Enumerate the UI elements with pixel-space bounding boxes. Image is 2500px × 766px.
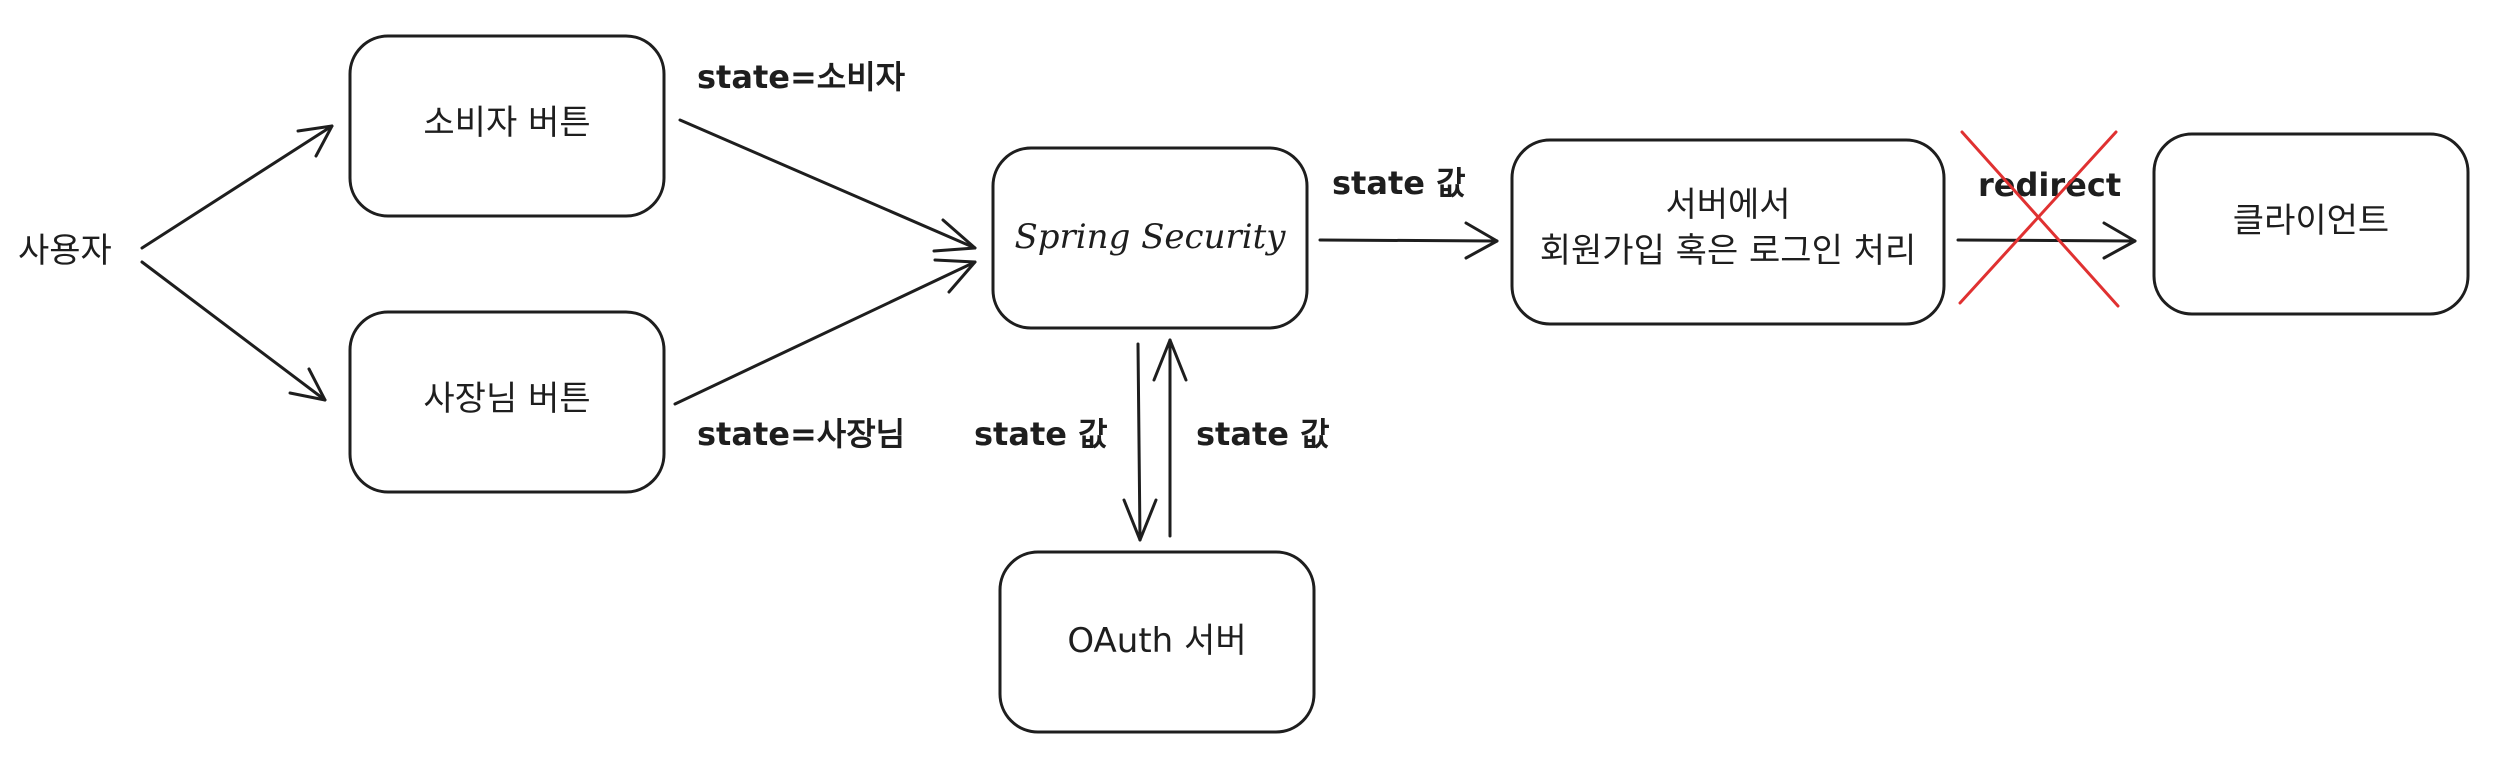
oauth-server-label: OAuth 서버 (1067, 621, 1246, 661)
oauth-server-node: OAuth 서버 (998, 550, 1316, 734)
consumer-state-label: state=소비자 (697, 58, 906, 96)
arrow-user-to-consumer (140, 124, 334, 250)
arrow-security-to-server (1318, 221, 1499, 260)
owner-button-node: 사장님 버튼 (348, 310, 666, 494)
cross-out-mark (1958, 130, 2120, 308)
from-oauth-state-label: state 값 (1196, 415, 1330, 453)
user-label: 사용자 (18, 231, 112, 271)
owner-button-label: 사장님 버튼 (423, 379, 590, 419)
redirect-label: redirect (1978, 166, 2121, 204)
owner-state-label: state=사장님 (697, 415, 905, 453)
client-node: 클라이언트 (2152, 132, 2470, 316)
server-processing-node: 서버에서 회원가입 혹은 로그인 처리 (1510, 138, 1946, 326)
arrow-server-to-client (1956, 221, 2137, 260)
arrow-security-to-oauth (1122, 342, 1158, 542)
to-server-state-label: state 값 (1332, 164, 1466, 202)
arrow-oauth-to-security (1152, 338, 1188, 538)
arrow-user-to-owner (140, 260, 327, 402)
to-oauth-state-label: state 값 (974, 415, 1108, 453)
arrow-owner-to-security (673, 258, 977, 406)
client-label: 클라이언트 (2233, 201, 2389, 241)
server-label-line2: 회원가입 혹은 로그인 처리 (1540, 231, 1917, 271)
arrow-consumer-to-security (678, 118, 977, 253)
consumer-button-node: 소비자 버튼 (348, 34, 666, 218)
spring-security-label: Spring Security (1014, 217, 1286, 257)
server-label-line1: 서버에서 (1665, 185, 1790, 225)
spring-security-node: Spring Security (991, 146, 1309, 330)
consumer-button-label: 소비자 버튼 (423, 103, 590, 143)
